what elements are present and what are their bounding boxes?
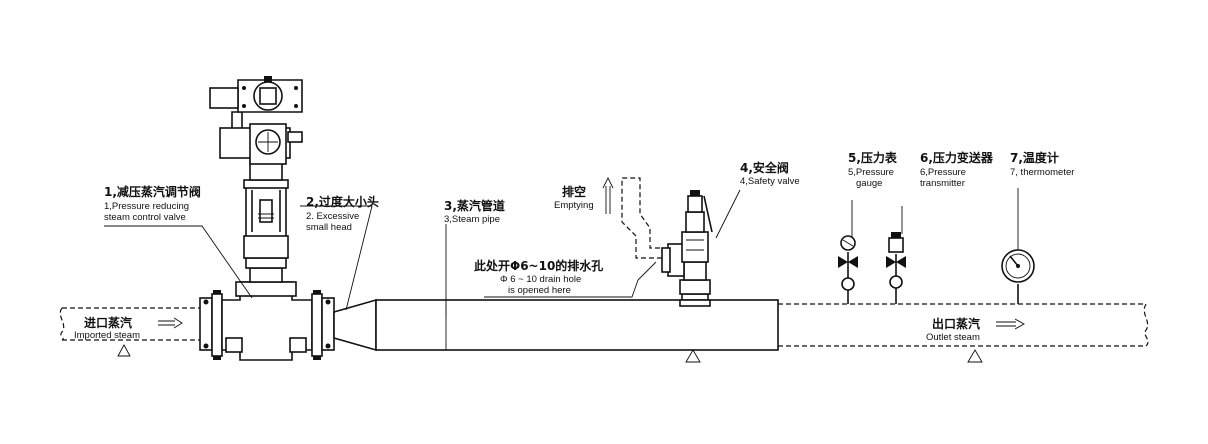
steam-pipe: [375, 293, 779, 351]
item1-label-en2: steam control valve: [104, 212, 186, 223]
item5-label-en1: 5,Pressure: [848, 167, 894, 178]
item6-label-en1: 6,Pressure: [920, 167, 966, 178]
support-triangle-icon: [117, 344, 131, 357]
item2-label-cn: 2,过度大小头: [306, 194, 379, 209]
item1-label-en1: 1,Pressure reducing: [104, 201, 189, 212]
emptying-label-en: Emptying: [554, 200, 594, 211]
pressure-reducing-valve: [199, 76, 335, 361]
reducer-small-head: [333, 298, 377, 352]
item5-label-en2: gauge: [856, 178, 882, 189]
outlet-arrow-icon: [996, 318, 1025, 330]
outlet-label-en: Outlet steam: [926, 332, 980, 343]
item4-label-cn: 4,安全阀: [740, 160, 789, 175]
item3-label-cn: 3,蒸汽管道: [444, 198, 505, 213]
item4-label-en: 4,Safety valve: [740, 176, 800, 187]
item2-label-en2: small head: [306, 222, 352, 233]
item6-label-cn: 6,压力变送器: [920, 150, 994, 165]
emptying-arrow-icon: [602, 176, 614, 214]
pressure-gauge: [838, 235, 858, 304]
safety-valve: [661, 190, 713, 295]
item1-label-cn: 1,减压蒸汽调节阀: [104, 184, 201, 199]
drain-label-en1: Φ 6 ~ 10 drain hole: [500, 274, 581, 285]
item7-label-cn: 7,温度计: [1010, 150, 1059, 165]
inlet-arrow-icon: [158, 317, 183, 329]
drain-label-cn: 此处开Φ6~10的排水孔: [474, 258, 603, 273]
item5-label-cn: 5,压力表: [848, 150, 898, 165]
outlet-label-cn: 出口蒸汽: [932, 316, 980, 331]
item7-label-en: 7, thermometer: [1010, 167, 1074, 178]
inlet-label-cn: 进口蒸汽: [84, 315, 132, 330]
drain-label-en2: is opened here: [508, 285, 571, 296]
leader-lines: [104, 188, 1019, 318]
thermometer: [1001, 249, 1035, 304]
vent-line: [621, 177, 662, 259]
inlet-label-en: Imported steam: [74, 330, 140, 341]
item2-label-en1: 2. Excessive: [306, 211, 359, 222]
item3-label-en: 3,Steam pipe: [444, 214, 500, 225]
support-triangle-icon: [967, 349, 983, 363]
item6-label-en2: transmitter: [920, 178, 965, 189]
support-triangle-icon: [685, 349, 701, 363]
outlet-pipe: [778, 303, 1149, 347]
emptying-label-cn: 排空: [562, 184, 586, 199]
inlet-pipe: [59, 307, 200, 341]
pressure-transmitter: [886, 232, 906, 304]
